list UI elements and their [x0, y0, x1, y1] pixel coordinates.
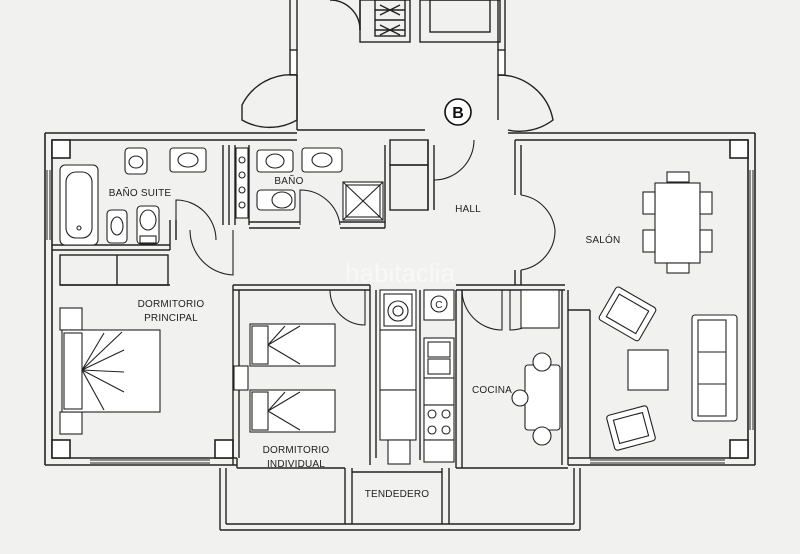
dining-table	[654, 182, 701, 264]
kitchen-fixtures	[379, 289, 561, 465]
bano-suite-fixtures	[59, 147, 207, 246]
salon-furniture	[598, 171, 738, 451]
label-cocina: COCINA	[472, 385, 512, 396]
label-bano: BAÑO	[274, 174, 303, 187]
counter-end	[387, 439, 411, 465]
coffee-table	[627, 349, 669, 391]
label-dormitorio-principal-1: DORMITORIO	[138, 299, 205, 310]
outer-walls	[44, 132, 756, 466]
fridge	[379, 329, 417, 391]
stool-top	[532, 352, 552, 372]
entry-landing	[241, 73, 554, 132]
kitchen-table	[524, 364, 561, 431]
dorm-principal-furniture	[59, 307, 161, 435]
shelf	[235, 147, 249, 219]
nightstand-2	[59, 411, 83, 435]
label-boiler: C	[435, 300, 442, 311]
label-salon: SALÓN	[586, 233, 621, 246]
watermark: habitaclia	[345, 258, 455, 288]
interior-walls	[52, 139, 591, 468]
label-dormitorio-principal-2: PRINCIPAL	[144, 313, 198, 324]
terrace	[219, 467, 581, 531]
block-bubble	[444, 98, 472, 126]
stool-left	[511, 389, 529, 407]
dorm-individual-furniture	[233, 323, 336, 433]
label-hall: HALL	[455, 204, 481, 215]
bano-fixtures	[235, 147, 384, 221]
block-letter: B	[452, 105, 464, 122]
counter-left	[379, 389, 417, 441]
label-bano-suite: BAÑO SUITE	[109, 186, 172, 199]
label-dormitorio-individual-1: DORMITORIO	[263, 445, 330, 456]
label-tendedero: TENDEDERO	[365, 489, 430, 500]
armchair-top	[598, 286, 657, 342]
nightstand-1	[59, 307, 83, 331]
armchair-bottom	[606, 405, 656, 451]
windows	[46, 170, 754, 464]
counter-right	[423, 377, 455, 406]
pantry	[520, 289, 560, 329]
stool-bottom	[532, 426, 552, 446]
cooktop	[423, 404, 455, 441]
label-dormitorio-individual-2: INDIVIDUAL	[267, 459, 325, 470]
